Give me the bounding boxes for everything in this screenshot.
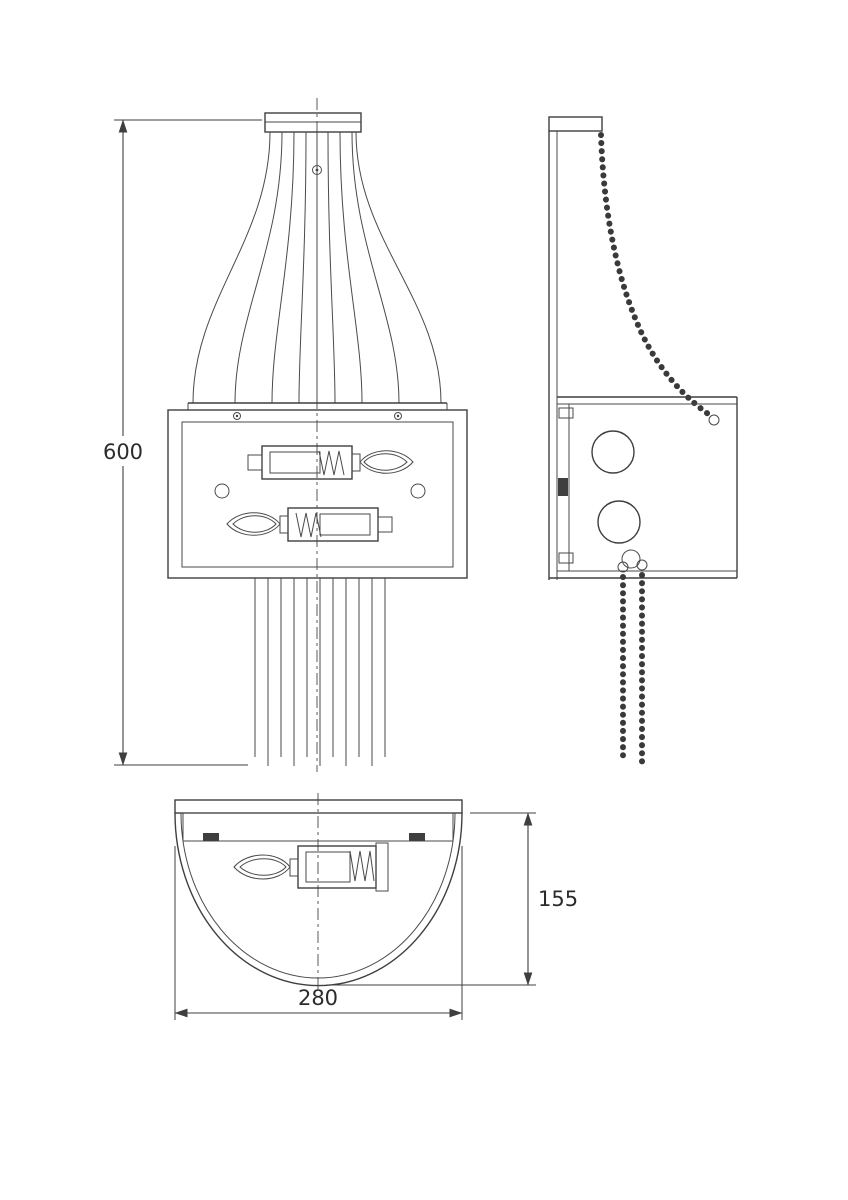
bulb-side-lower [597, 500, 641, 544]
switch-block [558, 478, 568, 496]
dimension-height-label: 600 [103, 440, 143, 464]
dimension-depth: 155 [326, 812, 578, 986]
dimension-width: 280 [174, 846, 463, 1020]
wall-plate-side [548, 116, 603, 580]
plate-plan [174, 799, 463, 842]
bell-strands [187, 131, 448, 410]
plan-view: 155 280 [174, 793, 578, 1020]
canopy [264, 112, 362, 133]
candle-bulb-plan [233, 842, 389, 892]
dimension-height: 600 [100, 119, 262, 766]
side-view [548, 116, 738, 768]
lamp-body-front [167, 409, 468, 579]
hanging-strands [254, 578, 386, 766]
candle-bulb-upper [247, 445, 414, 480]
bulb-side-upper [591, 430, 635, 474]
dimension-depth-label: 155 [538, 887, 578, 911]
bead-chain-top [598, 132, 720, 426]
candle-bulb-lower [226, 507, 393, 542]
pull-chains [617, 559, 648, 768]
body-side [549, 396, 738, 579]
front-view: 600 [100, 98, 468, 772]
glass-shade-arc [174, 812, 463, 987]
dimension-width-label: 280 [298, 986, 338, 1010]
